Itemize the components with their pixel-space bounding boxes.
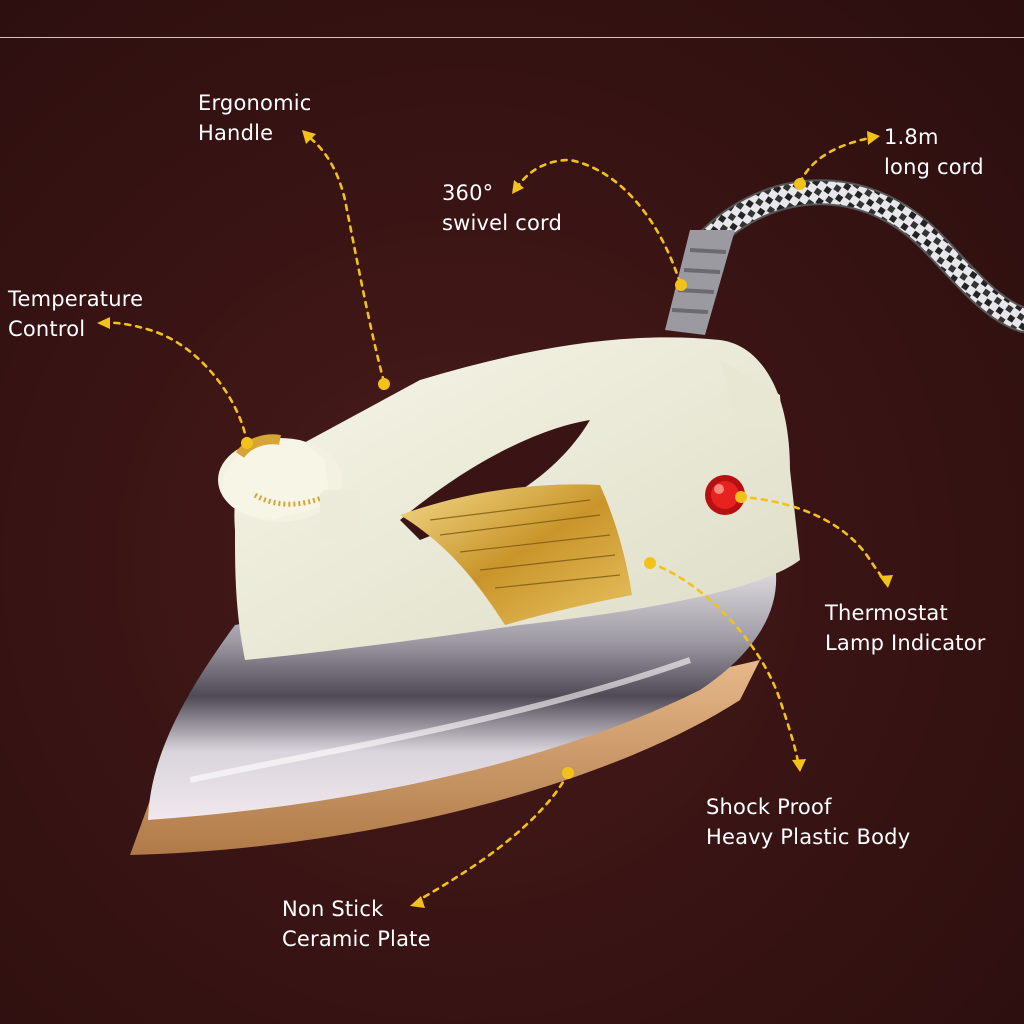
callout-thermostat-line2: Lamp Indicator xyxy=(825,631,986,655)
callout-body-line1: Shock Proof xyxy=(706,795,832,819)
callout-thermostat: Thermostat Lamp Indicator xyxy=(825,598,986,658)
callout-handle-line2: Handle xyxy=(198,121,274,145)
callout-leaders xyxy=(97,130,893,908)
callout-plate-line1: Non Stick xyxy=(282,897,384,921)
rating-plate xyxy=(400,484,632,625)
power-cord xyxy=(687,179,1024,333)
callout-handle: Ergonomic Handle xyxy=(198,88,312,148)
callout-temperature-line2: Control xyxy=(8,317,86,341)
callout-temperature-line1: Temperature xyxy=(8,287,144,311)
temperature-dial[interactable] xyxy=(218,434,360,540)
callout-cord-line2: long cord xyxy=(884,155,984,179)
callout-swivel: 360° swivel cord xyxy=(442,178,562,238)
callout-plate-line2: Ceramic Plate xyxy=(282,927,431,951)
callout-body: Shock Proof Heavy Plastic Body xyxy=(706,792,910,852)
callout-cord: 1.8m long cord xyxy=(884,122,984,182)
top-divider xyxy=(0,37,1024,38)
callout-body-line2: Heavy Plastic Body xyxy=(706,825,911,849)
callout-cord-line1: 1.8m xyxy=(884,125,939,149)
callout-handle-line1: Ergonomic xyxy=(198,91,312,115)
callout-temperature: Temperature Control xyxy=(8,284,143,344)
swivel-joint xyxy=(665,230,735,335)
thermostat-lamp xyxy=(705,475,745,515)
callout-thermostat-line1: Thermostat xyxy=(825,601,948,625)
callout-plate: Non Stick Ceramic Plate xyxy=(282,894,431,954)
callout-swivel-line2: swivel cord xyxy=(442,211,562,235)
callout-swivel-line1: 360° xyxy=(442,181,494,205)
